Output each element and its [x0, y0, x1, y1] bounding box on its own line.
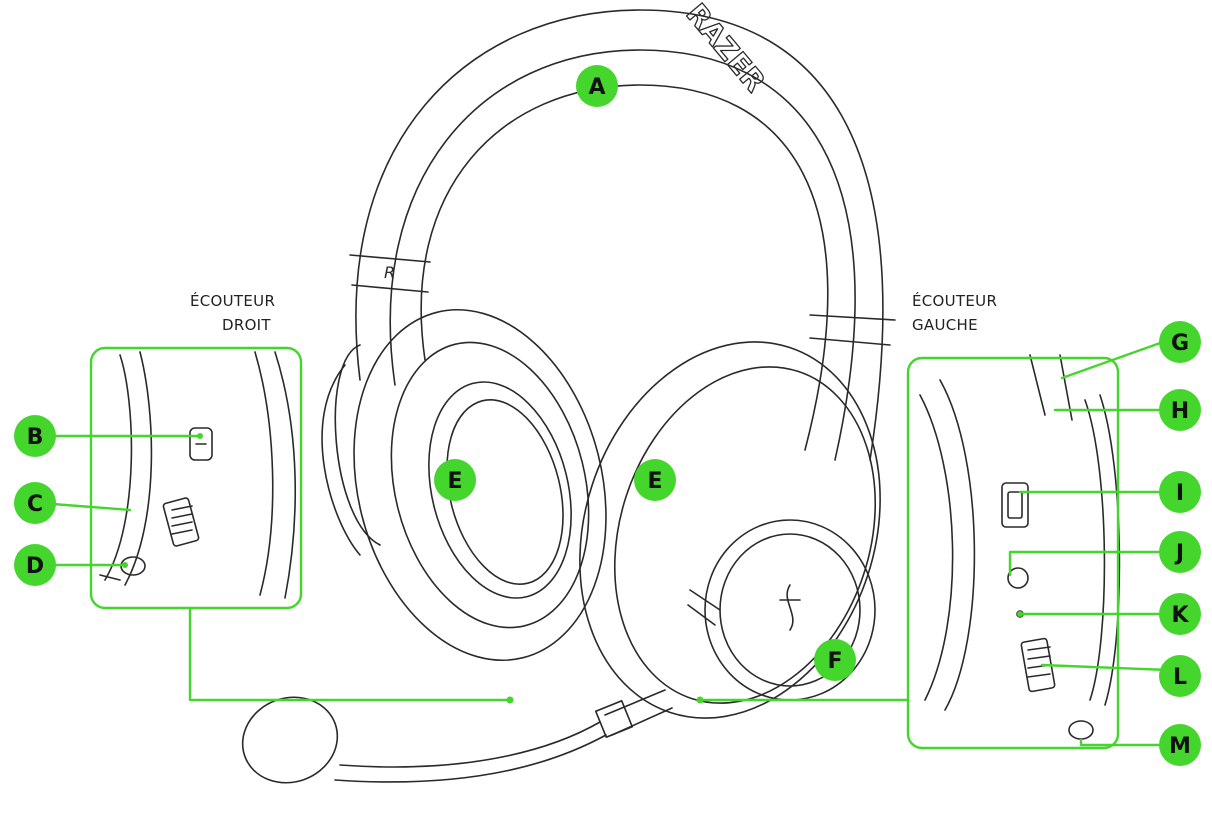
callout-a: A: [576, 65, 618, 107]
svg-text:I: I: [1176, 481, 1184, 506]
svg-text:C: C: [27, 492, 43, 517]
callout-e-5: E: [634, 459, 676, 501]
svg-text:F: F: [827, 649, 842, 674]
svg-text:K: K: [1171, 603, 1189, 628]
callout-i: I: [1159, 471, 1201, 513]
callout-e-4: E: [434, 459, 476, 501]
svg-text:E: E: [447, 469, 462, 494]
svg-text:G: G: [1171, 331, 1189, 356]
svg-text:H: H: [1171, 399, 1189, 424]
right-cup-label-line2: DROIT: [222, 316, 271, 334]
svg-text:L: L: [1173, 665, 1187, 690]
svg-text:E: E: [647, 469, 662, 494]
callout-b: B: [14, 415, 56, 457]
callout-k: K: [1159, 593, 1201, 635]
left-cup-label-line2: GAUCHE: [912, 316, 978, 334]
callout-d: D: [14, 544, 56, 586]
svg-text:M: M: [1169, 734, 1191, 759]
svg-text:R: R: [384, 263, 395, 282]
svg-text:J: J: [1174, 541, 1184, 566]
callout-m: M: [1159, 724, 1201, 766]
callout-f: F: [814, 639, 856, 681]
callout-g: G: [1159, 321, 1201, 363]
svg-text:A: A: [588, 75, 605, 100]
callout-l: L: [1159, 655, 1201, 697]
callout-j: J: [1159, 531, 1201, 573]
right-cup-label-line1: ÉCOUTEUR: [190, 292, 276, 310]
left-cup-label-line1: ÉCOUTEUR: [912, 292, 998, 310]
callout-h: H: [1159, 389, 1201, 431]
svg-text:D: D: [26, 554, 44, 579]
callout-c: C: [14, 482, 56, 524]
svg-text:B: B: [27, 425, 44, 450]
